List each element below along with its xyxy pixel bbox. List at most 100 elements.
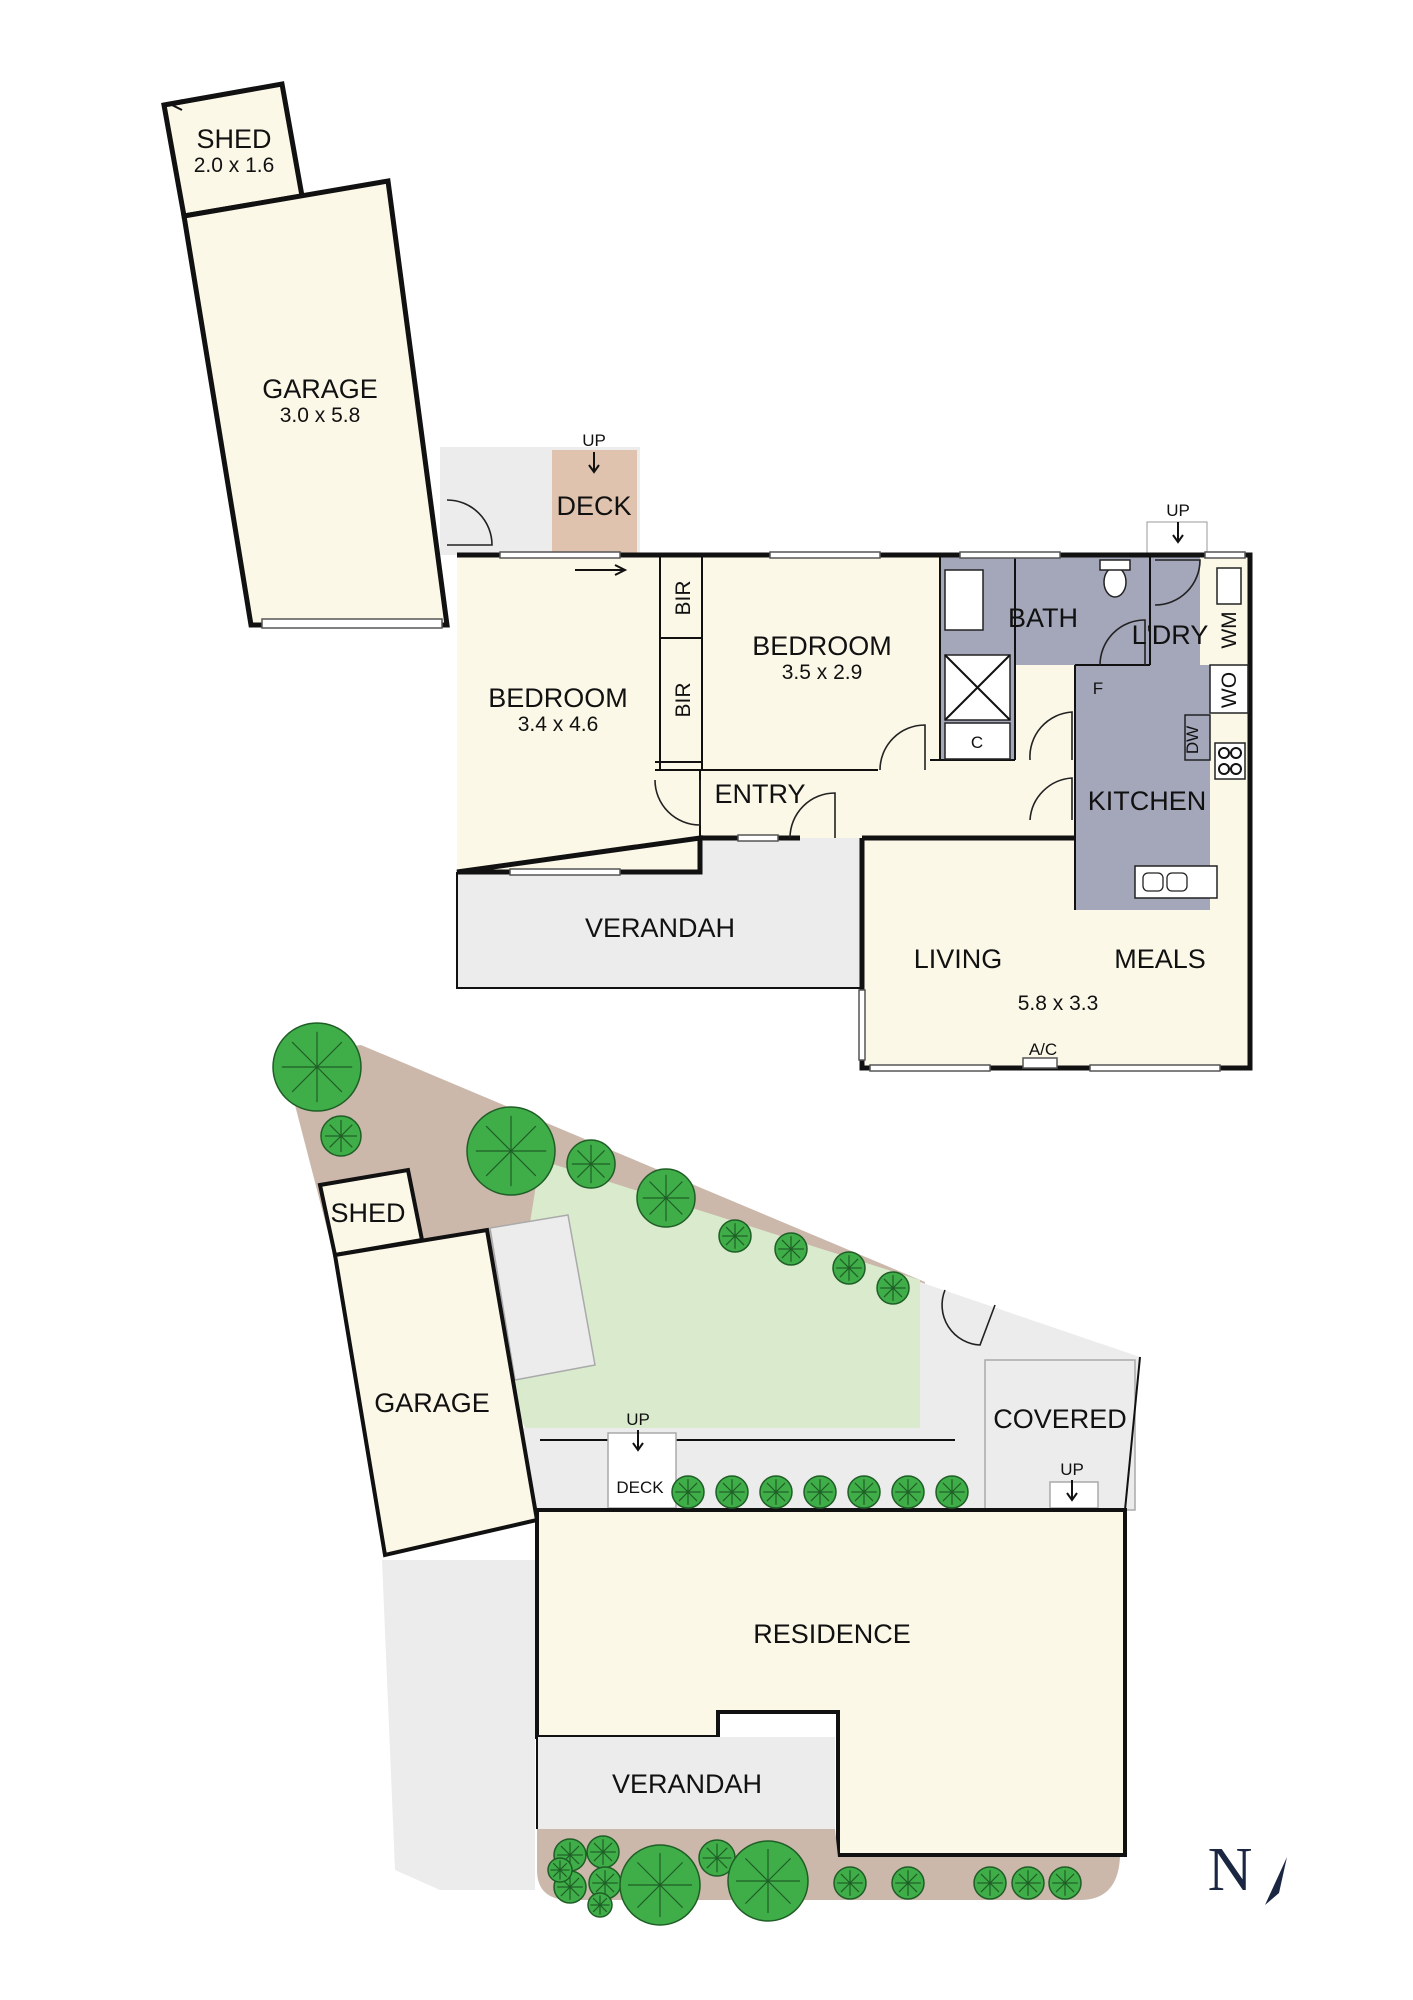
tree-branch: [569, 1854, 580, 1865]
tree-branch: [560, 1845, 571, 1856]
burner: [1230, 763, 1242, 775]
ac-label: A/C: [1029, 1040, 1057, 1059]
tree-branch: [659, 1884, 684, 1909]
tree-branch: [599, 1904, 608, 1913]
dishwasher: [1184, 714, 1211, 761]
cupboard: [944, 722, 1011, 760]
deck-label: DECK: [556, 491, 631, 521]
laundry-stair-label: UP: [1166, 501, 1190, 520]
garage-door: [261, 618, 443, 629]
tree-branch: [989, 1873, 1000, 1884]
tree-branch: [665, 1197, 683, 1215]
tree-branch: [592, 1904, 601, 1913]
tree-branch: [898, 1491, 909, 1502]
tree-branch: [716, 1847, 728, 1859]
house-fill: [457, 555, 1250, 1068]
tree-branch: [569, 1886, 580, 1897]
tree-branch: [781, 1248, 792, 1259]
tree-branch: [569, 1877, 580, 1888]
tree-branch: [552, 1869, 561, 1878]
verandah-label: VERANDAH: [585, 913, 735, 943]
tree-branch: [744, 1857, 769, 1882]
tree-branch: [775, 1482, 786, 1493]
tree-branch: [599, 1897, 608, 1906]
side-driveway: [382, 1560, 535, 1890]
sliding-door-arrow: [575, 564, 628, 576]
tree-branch: [636, 1861, 661, 1886]
tree-branch: [766, 1482, 777, 1493]
burner: [1218, 747, 1230, 759]
tree-branch: [942, 1482, 953, 1493]
tree-branch: [810, 1491, 821, 1502]
tree-branch: [1027, 1882, 1038, 1893]
tree-branch: [291, 1066, 318, 1093]
tree-branch: [1018, 1873, 1029, 1884]
tree-branch: [989, 1882, 1000, 1893]
tree-branch: [767, 1880, 792, 1905]
bedroom1-size: 3.4 x 4.6: [518, 713, 599, 736]
covered-stair-label: UP: [1060, 1460, 1084, 1479]
tree-branch: [731, 1482, 742, 1493]
tree-branch: [604, 1873, 615, 1884]
living-meals-size: 5.8 x 3.3: [1018, 992, 1099, 1015]
garage-room: [181, 178, 450, 628]
boundary: [1124, 1356, 1141, 1511]
tree-branch: [781, 1239, 792, 1250]
tree-branch: [810, 1482, 821, 1493]
tree-branch: [907, 1873, 918, 1884]
shed-door-arrow: [169, 95, 223, 111]
window: [959, 551, 1061, 559]
floor-plan-main: SHED 2.0 x 1.6 GARAGE 3.0 x 5.8 UP DECK …: [161, 81, 1253, 1072]
tree-branch: [848, 1258, 859, 1269]
shower-lines: [944, 654, 1011, 721]
kitchen-label: KITCHEN: [1088, 786, 1207, 816]
tree-branch: [706, 1857, 718, 1869]
tree-branch: [485, 1150, 512, 1177]
site-deck-stair-label: UP: [626, 1410, 650, 1429]
tree-branch: [552, 1862, 561, 1871]
door-swing: [1029, 711, 1073, 761]
tree-branch: [766, 1491, 777, 1502]
garage-label: GARAGE: [262, 374, 378, 404]
tree-branch: [907, 1491, 918, 1502]
sink-bowl: [1142, 872, 1164, 892]
tree-branch: [854, 1491, 865, 1502]
tree-branch: [907, 1882, 918, 1893]
entry-label: ENTRY: [714, 779, 805, 809]
garage-side-door: [446, 499, 493, 546]
bedroom2-size: 3.5 x 2.9: [782, 661, 863, 684]
window: [1204, 551, 1246, 559]
kitchen-sink: [1134, 865, 1218, 899]
tree-branch: [576, 1163, 592, 1179]
north-label: N: [1208, 1836, 1253, 1904]
tree-branch: [980, 1882, 991, 1893]
north-arrow: N: [1208, 1836, 1287, 1905]
tree-branch: [329, 1135, 342, 1148]
tree-branch: [649, 1197, 667, 1215]
window: [509, 868, 621, 876]
bedroom1-label: BEDROOM: [488, 683, 628, 713]
north-arrow-icon: [1265, 1857, 1287, 1905]
covered-stair-arrow: [1066, 1480, 1078, 1502]
tree-branch: [790, 1239, 801, 1250]
tree-branch: [590, 1149, 606, 1165]
tree-branch: [790, 1248, 801, 1259]
tree-branch: [839, 1267, 850, 1278]
tree-branch: [1055, 1873, 1066, 1884]
site-plan: SHED GARAGE UP DECK COVERED UP RESIDENCE…: [272, 1022, 1141, 1926]
tree-branch: [560, 1886, 571, 1897]
door-swing: [654, 779, 701, 826]
tree-branch: [510, 1125, 537, 1152]
sink-bowl: [1166, 872, 1188, 892]
deck-stair-label: UP: [582, 431, 606, 450]
tree-branch: [665, 1181, 683, 1199]
tree-branch: [892, 1278, 903, 1289]
laundry-label: L'DRY: [1132, 620, 1209, 650]
tree-branch: [863, 1482, 874, 1493]
laundry-stair-arrow: [1172, 522, 1184, 544]
tree-branch: [569, 1845, 580, 1856]
tree-branch: [898, 1873, 909, 1884]
meals-label: MEALS: [1114, 944, 1206, 974]
trees: [272, 1022, 1082, 1926]
gate-swing: [941, 1289, 996, 1346]
